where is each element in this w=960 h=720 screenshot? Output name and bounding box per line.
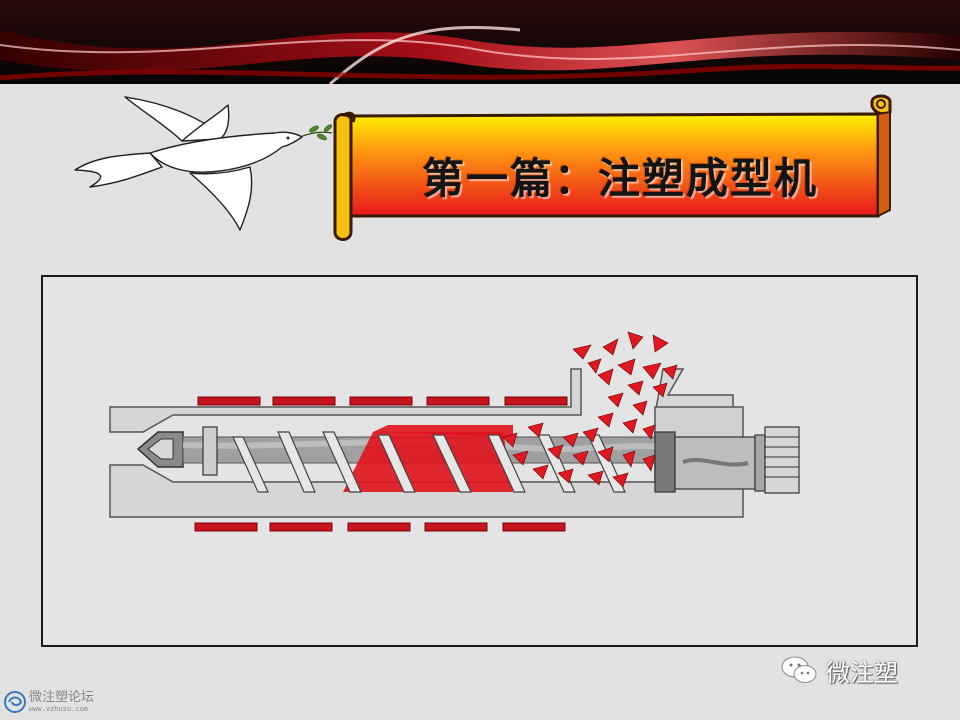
heater-bands-top <box>197 396 568 406</box>
forum-url: www.vzhusu.com <box>29 705 89 713</box>
dove-icon <box>74 96 333 231</box>
wechat-label: 微注塑 <box>826 658 898 687</box>
header-banner <box>0 0 960 84</box>
forum-name: 微注塑论坛 <box>29 690 95 705</box>
page-title: 第一篇：注塑成型机 <box>421 153 818 203</box>
forum-swirl-icon <box>4 691 26 713</box>
diagram-frame <box>41 275 918 647</box>
title-scroll <box>333 94 892 241</box>
forum-logo: 微注塑论坛 www.vzhusu.com <box>4 688 134 716</box>
heater-bands-bottom <box>194 522 566 532</box>
wechat-watermark: 微注塑 <box>780 652 940 688</box>
wechat-icon <box>781 656 817 683</box>
check-ring <box>202 426 218 476</box>
screw-barrel-diagram <box>109 331 800 532</box>
screw-drive-end <box>654 426 800 494</box>
melt-zone <box>343 432 513 492</box>
plastic-pellets <box>502 331 678 488</box>
